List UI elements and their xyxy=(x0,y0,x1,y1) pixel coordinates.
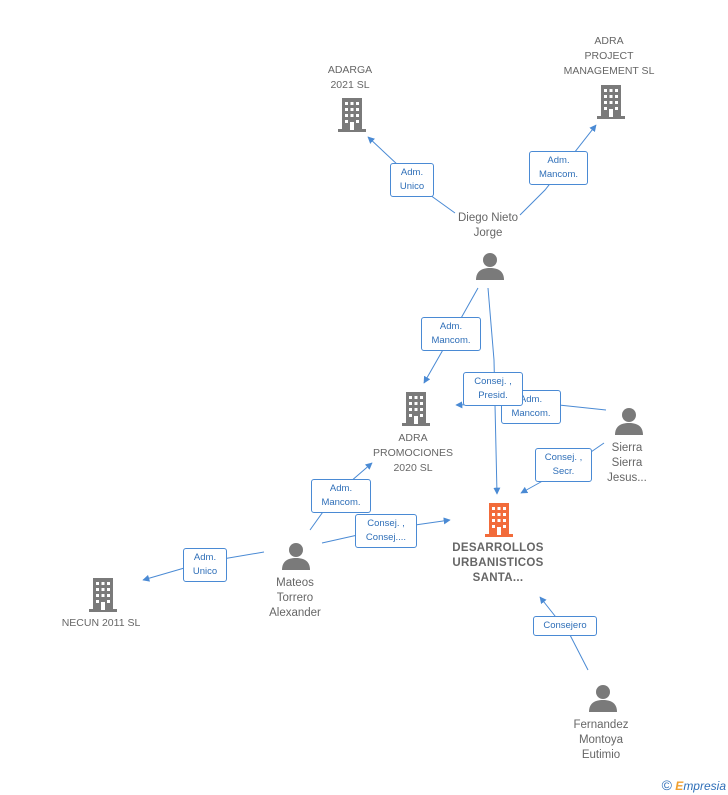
building-icon xyxy=(402,392,430,426)
relation-box-diego-adrapm[interactable]: Adm. Mancom. xyxy=(529,151,588,185)
relation-box-diego-desarrollos[interactable]: Consej. , Presid. xyxy=(463,372,523,406)
person-icon xyxy=(476,253,504,280)
copyright-icon: © xyxy=(661,777,672,793)
node-label-adra-prom[interactable]: ADRA PROMOCIONES 2020 SL xyxy=(373,432,453,474)
footer-branding: © Empresia xyxy=(662,777,726,793)
node-label-diego[interactable]: Diego Nieto Jorge xyxy=(457,212,519,239)
building-icon xyxy=(597,85,625,119)
node-label-fernandez[interactable]: Fernandez Montoya Eutimio xyxy=(573,719,629,761)
edge-diego-adrapm[interactable] xyxy=(519,124,597,216)
relation-box-fernandez-desarrollos[interactable]: Consejero xyxy=(533,616,597,636)
building-icon xyxy=(89,578,117,612)
building-icon-adra-pm[interactable] xyxy=(595,84,627,125)
relation-box-mateos-desarrollos[interactable]: Consej. , Consej.... xyxy=(355,514,417,548)
building-icon-focus xyxy=(485,503,513,537)
person-icon xyxy=(615,408,643,435)
relation-box-sierra-desarrollos[interactable]: Consej. , Secr. xyxy=(535,448,592,482)
relation-box-diego-adarga[interactable]: Adm. Unico xyxy=(390,163,434,197)
person-icon-sierra[interactable] xyxy=(614,406,644,441)
person-icon-fernandez[interactable] xyxy=(588,683,618,718)
person-icon xyxy=(589,685,617,712)
edge-diego-desarrollos[interactable] xyxy=(487,287,501,495)
person-icon-diego[interactable] xyxy=(475,251,505,286)
building-icon xyxy=(338,98,366,132)
brand-logo-initial: E xyxy=(675,779,684,793)
building-icon-necun[interactable] xyxy=(87,577,119,618)
person-icon-mateos[interactable] xyxy=(281,541,311,576)
node-label-sierra[interactable]: Sierra Sierra Jesus... xyxy=(607,442,647,484)
node-label-adarga[interactable]: ADARGA 2021 SL xyxy=(327,64,373,91)
relation-box-mateos-necun[interactable]: Adm. Unico xyxy=(183,548,227,582)
node-label-adra-pm[interactable]: ADRA PROJECT MANAGEMENT SL xyxy=(563,35,655,77)
node-label-necun[interactable]: NECUN 2011 SL xyxy=(61,617,141,629)
node-label-mateos[interactable]: Mateos Torrero Alexander xyxy=(269,577,321,619)
brand-logo[interactable]: Empresia xyxy=(675,779,726,793)
node-label-desarrollos[interactable]: DESARROLLOS URBANISTICOS SANTA... xyxy=(452,542,544,584)
building-icon-desarrollos[interactable] xyxy=(483,502,515,543)
person-icon xyxy=(282,543,310,570)
building-icon-adra-prom[interactable] xyxy=(400,391,432,432)
brand-logo-text: mpresia xyxy=(683,779,726,793)
building-icon-adarga[interactable] xyxy=(336,97,368,138)
relation-box-mateos-adraprom[interactable]: Adm. Mancom. xyxy=(311,479,371,513)
relation-box-diego-adraprom[interactable]: Adm. Mancom. xyxy=(421,317,481,351)
